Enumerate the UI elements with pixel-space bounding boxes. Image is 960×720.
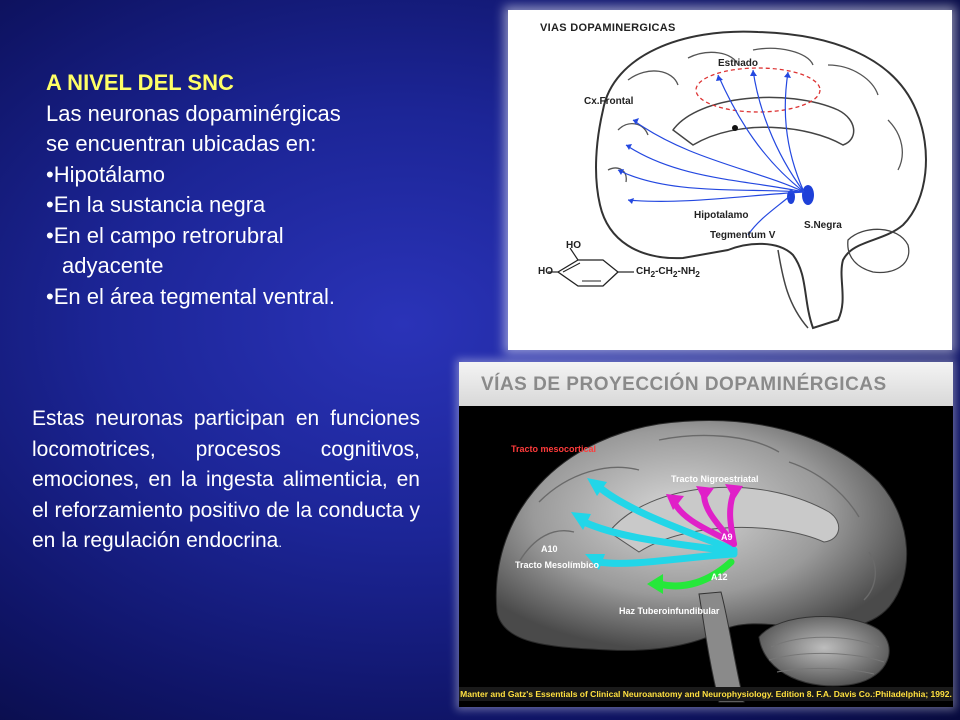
- bullet-hipotalamo: •Hipotálamo: [46, 161, 165, 187]
- brain-sketch-svg: [548, 30, 927, 330]
- vias-dopaminergicas-title: VIAS DOPAMINERGICAS: [540, 22, 676, 34]
- figure-citation: Manter and Gatz's Essentials of Clinical…: [459, 687, 953, 701]
- formula-sub-1: 2: [650, 269, 656, 279]
- label-hipotalamo: Hipotalamo: [694, 210, 749, 221]
- label-a12: A12: [711, 572, 728, 582]
- functions-text: Estas neuronas participan en funciones l…: [32, 407, 420, 552]
- bullet-campo-retrorubral: •En el campo retrorubral: [46, 222, 284, 248]
- label-s-negra: S.Negra: [804, 220, 842, 231]
- snc-heading: A NIVEL DEL SNC: [46, 70, 234, 95]
- bullet-campo-retrorubral-cont: adyacente: [62, 253, 164, 278]
- dopamine-formula: CH2-CH2-NH2: [636, 266, 700, 279]
- formula-ch2: -CH: [655, 266, 673, 277]
- projection-title: VÍAS DE PROYECCIÓN DOPAMINÉRGICAS: [481, 374, 887, 395]
- label-ho-top: HO: [566, 240, 581, 251]
- bullet-area-tegmental: •En el área tegmental ventral.: [46, 283, 335, 309]
- figure-header: VÍAS DE PROYECCIÓN DOPAMINÉRGICAS: [459, 362, 953, 406]
- label-a9: A9: [721, 532, 733, 542]
- brain-3d-svg: [495, 420, 908, 703]
- label-tracto-mesocortical: Tracto mesocortical: [511, 444, 597, 454]
- snc-text-block: A NIVEL DEL SNC Las neuronas dopaminérgi…: [46, 68, 426, 312]
- label-haz-tuberoinfundibular: Haz Tuberoinfundibular: [619, 606, 720, 616]
- functions-end-mark: .: [278, 535, 282, 550]
- intro-line-2: se encuentran ubicadas en:: [46, 131, 317, 156]
- formula-ch: CH: [636, 266, 651, 277]
- functions-paragraph: Estas neuronas participan en funciones l…: [32, 404, 420, 559]
- formula-sub-2: 2: [672, 269, 678, 279]
- label-cx-frontal: Cx.Frontal: [584, 96, 634, 107]
- label-tracto-nigroestriatal: Tracto Nigroestriatal: [671, 474, 759, 484]
- dopaminergic-pathways-sketch: VIAS DOPAMINERGICAS Estriado Cx.Frontal …: [508, 10, 952, 350]
- projection-pathways-figure: VÍAS DE PROYECCIÓN DOPAMINÉRGICAS: [459, 362, 953, 707]
- intro-line-1: Las neuronas dopaminérgicas: [46, 100, 341, 126]
- label-tegmentum: Tegmentum V: [710, 230, 776, 241]
- formula-nh: -NH: [677, 266, 696, 277]
- formula-sub-3: 2: [695, 269, 700, 279]
- label-estriado: Estriado: [718, 58, 759, 69]
- label-ho-left: HO: [538, 266, 553, 277]
- label-tracto-mesolimbico: Tracto Mesolímbico: [515, 560, 600, 570]
- bullet-sustancia-negra: •En la sustancia negra: [46, 192, 266, 217]
- label-a10: A10: [541, 544, 558, 554]
